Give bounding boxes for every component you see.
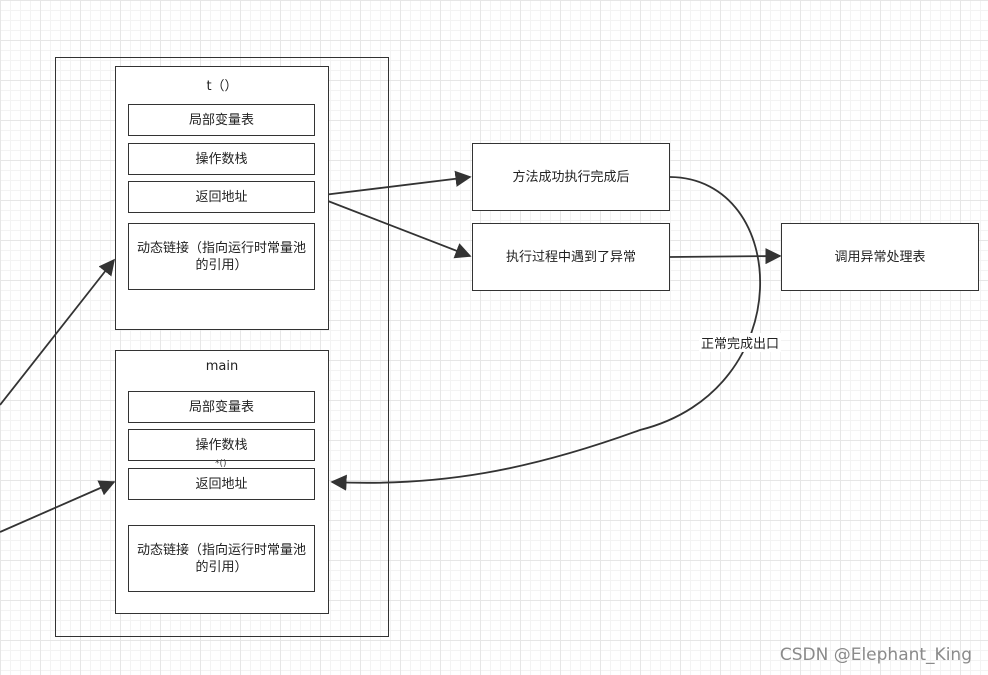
edge-incoming-to-main xyxy=(0,480,116,533)
exception-box: 执行过程中遇到了异常 xyxy=(472,223,670,291)
exception-handler-box: 调用异常处理表 xyxy=(781,223,979,291)
normal-completion-box: 方法成功执行完成后 xyxy=(472,143,670,211)
t-dynamic-link: 动态链接（指向运行时常量池的引用） xyxy=(128,223,315,290)
t-return-address: 返回地址 xyxy=(128,181,315,213)
main-return-address: 返回地址 xyxy=(128,468,315,500)
edge-normal-exit-curve xyxy=(330,176,762,491)
main-dynamic-link: 动态链接（指向运行时常量池的引用） xyxy=(128,525,315,592)
normal-exit-label: 正常完成出口 xyxy=(699,333,782,352)
edge-return-to-normal xyxy=(314,170,472,197)
main-stray-text: *() xyxy=(215,459,227,469)
frame-title-t: t（） xyxy=(206,79,238,94)
java-stack-container xyxy=(55,57,389,637)
t-operand-stack: 操作数栈 xyxy=(128,143,315,175)
watermark: CSDN @Elephant_King xyxy=(779,645,972,665)
main-operand-stack: 操作数栈 xyxy=(128,429,315,461)
t-local-vars: 局部变量表 xyxy=(128,104,315,136)
frame-title-main: main xyxy=(205,359,239,374)
edge-return-to-exception xyxy=(314,195,472,259)
main-local-vars: 局部变量表 xyxy=(128,391,315,423)
edge-incoming-to-t xyxy=(0,258,116,406)
edge-exception-to-handler xyxy=(669,248,782,265)
